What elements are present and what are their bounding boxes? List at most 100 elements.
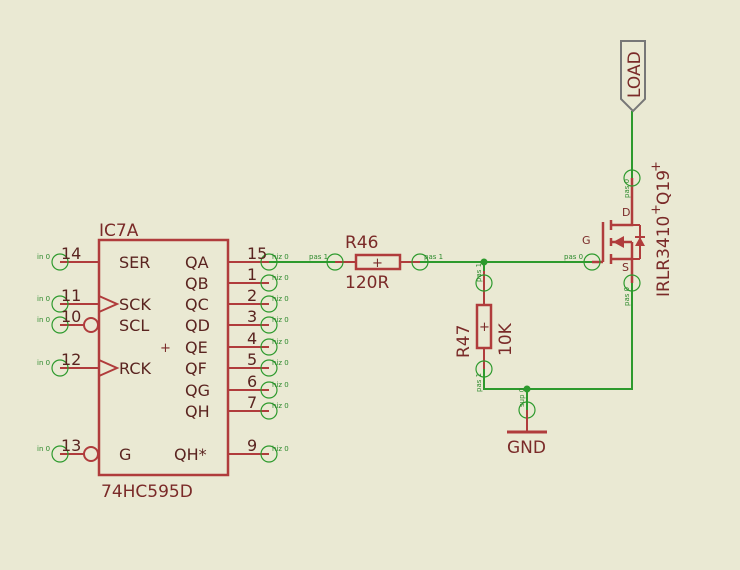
r46-pin-a-dir: pas 1	[309, 253, 328, 261]
pin-end-qe[interactable]	[260, 338, 278, 356]
q19-drain-dir: pas 0	[623, 179, 631, 198]
pin-end-sck[interactable]	[51, 295, 69, 313]
pin-dir-10: in 0	[37, 316, 50, 324]
q19-gate-label: G	[582, 234, 591, 247]
pin-name-ser: SER	[119, 253, 150, 272]
inversion-bubble-scl	[83, 317, 99, 333]
gnd-symbol[interactable]: GND sup 0	[507, 388, 547, 458]
load-flag-shape	[620, 40, 646, 113]
pin-num-6: 6	[247, 372, 257, 391]
r46-mark: +	[372, 256, 383, 271]
r46-value: 120R	[345, 273, 389, 293]
q19-mark-1: +	[649, 204, 664, 215]
junction-dot-gate	[480, 258, 488, 266]
pin-name-qa: QA	[185, 253, 209, 272]
r47-pin-a-dir: pas 1	[475, 263, 483, 282]
pin-dir-6: hiz 0	[272, 381, 289, 389]
ic7a-body	[97, 238, 230, 477]
q19-pin-end-source[interactable]	[623, 274, 641, 292]
pin-end-qc[interactable]	[260, 295, 278, 313]
ic7a-name: IC7A	[99, 221, 139, 241]
pin-num-9: 9	[247, 436, 257, 455]
pin-end-qf[interactable]	[260, 359, 278, 377]
pin-dir-3: hiz 0	[272, 316, 289, 324]
pin-num-10: 10	[61, 307, 81, 326]
pin-end-qb[interactable]	[260, 274, 278, 292]
net-r47-source-gnd[interactable]	[483, 283, 633, 390]
r46-pin-end-a[interactable]	[326, 253, 344, 271]
r47-name: R47	[454, 325, 474, 358]
junction-dot-gnd	[523, 385, 531, 393]
pin-num-13: 13	[61, 436, 81, 455]
r46-name: R46	[345, 233, 378, 253]
pin-dir-4: hiz 0	[272, 338, 289, 346]
r46-resistor[interactable]: R46 120R + pas 1 pas 1	[309, 233, 443, 293]
r47-pin-b-dir: pas 1	[475, 373, 483, 392]
q19-mosfet[interactable]: G D S pas 0 pas 0 pas 0 Q19 IRLR3410 + +	[564, 161, 674, 306]
ic7a-origin-mark: +	[160, 341, 171, 356]
pin-end-qd[interactable]	[260, 316, 278, 334]
r46-body	[354, 253, 402, 271]
pin-name-qhs: QH*	[174, 445, 207, 464]
pin-name-qd: QD	[185, 316, 210, 335]
pin-end-scl[interactable]	[51, 316, 69, 334]
pin-end-qh[interactable]	[260, 402, 278, 420]
pin-name-sck: SCK	[119, 295, 151, 314]
q19-pin-end-gate[interactable]	[583, 253, 601, 271]
pin-name-qh: QH	[185, 402, 210, 421]
load-net-label[interactable]: LOAD	[620, 40, 646, 113]
pin-name-qf: QF	[185, 359, 207, 378]
q19-mark-2: +	[649, 161, 664, 172]
pin-end-qg[interactable]	[260, 381, 278, 399]
pin-num-15: 15	[247, 244, 267, 263]
pin-end-ser[interactable]	[51, 253, 69, 271]
r47-resistor[interactable]: + R47 10K pas 1 pas 1	[454, 263, 516, 392]
pin-num-14: 14	[61, 244, 81, 263]
pin-dir-7: hiz 0	[272, 402, 289, 410]
pin-name-rck: RCK	[119, 359, 151, 378]
pin-dir-5: hiz 0	[272, 359, 289, 367]
pin-dir-9: hiz 0	[272, 445, 289, 453]
q19-channel-arrow	[613, 236, 624, 248]
q19-gate-dir: pas 0	[564, 253, 583, 261]
pin-name-qe: QE	[185, 338, 208, 357]
pin-dir-2: hiz 0	[272, 295, 289, 303]
pin-num-12: 12	[61, 350, 81, 369]
pin-name-qb: QB	[185, 274, 209, 293]
q19-source-dir: pas 0	[623, 287, 631, 306]
r47-body	[475, 303, 493, 350]
ic7a-symbol[interactable]: IC7A 74HC595D + 14 11 10 12 13 in 0 in 0	[37, 221, 289, 502]
pin-name-g: G	[119, 445, 131, 464]
pin-dir-1: hiz 0	[272, 274, 289, 282]
gnd-label: GND	[507, 438, 546, 458]
clock-marker-rck	[98, 359, 120, 377]
inversion-bubble-g	[83, 446, 99, 462]
pin-end-g[interactable]	[51, 445, 69, 463]
r46-pin-end-b[interactable]	[411, 253, 429, 271]
pin-dir-15: hiz 0	[272, 253, 289, 261]
pin-dir-13: in 0	[37, 445, 50, 453]
pin-num-3: 3	[247, 307, 257, 326]
clock-marker-sck	[98, 295, 120, 313]
pin-num-4: 4	[247, 329, 257, 348]
q19-pin-end-drain[interactable]	[623, 169, 641, 187]
r46-pin-b-dir: pas 1	[424, 253, 443, 261]
q19-drain-label: D	[622, 206, 630, 219]
r47-pin-end-a[interactable]	[475, 274, 493, 292]
q19-value: IRLR3410	[654, 216, 674, 297]
pin-dir-12: in 0	[37, 359, 50, 367]
q19-diode-triangle	[635, 237, 645, 246]
pin-num-7: 7	[247, 393, 257, 412]
pin-end-qhs[interactable]	[260, 445, 278, 463]
gnd-dir: sup 0	[518, 388, 526, 407]
pin-end-rck[interactable]	[51, 359, 69, 377]
ic7a-value: 74HC595D	[101, 482, 193, 502]
r47-mark: +	[479, 320, 490, 335]
pin-num-5: 5	[247, 350, 257, 369]
r47-value: 10K	[496, 322, 516, 356]
pin-num-2: 2	[247, 286, 257, 305]
pin-dir-11: in 0	[37, 295, 50, 303]
pin-dir-14: in 0	[37, 253, 50, 261]
r47-pin-end-b[interactable]	[475, 360, 493, 378]
